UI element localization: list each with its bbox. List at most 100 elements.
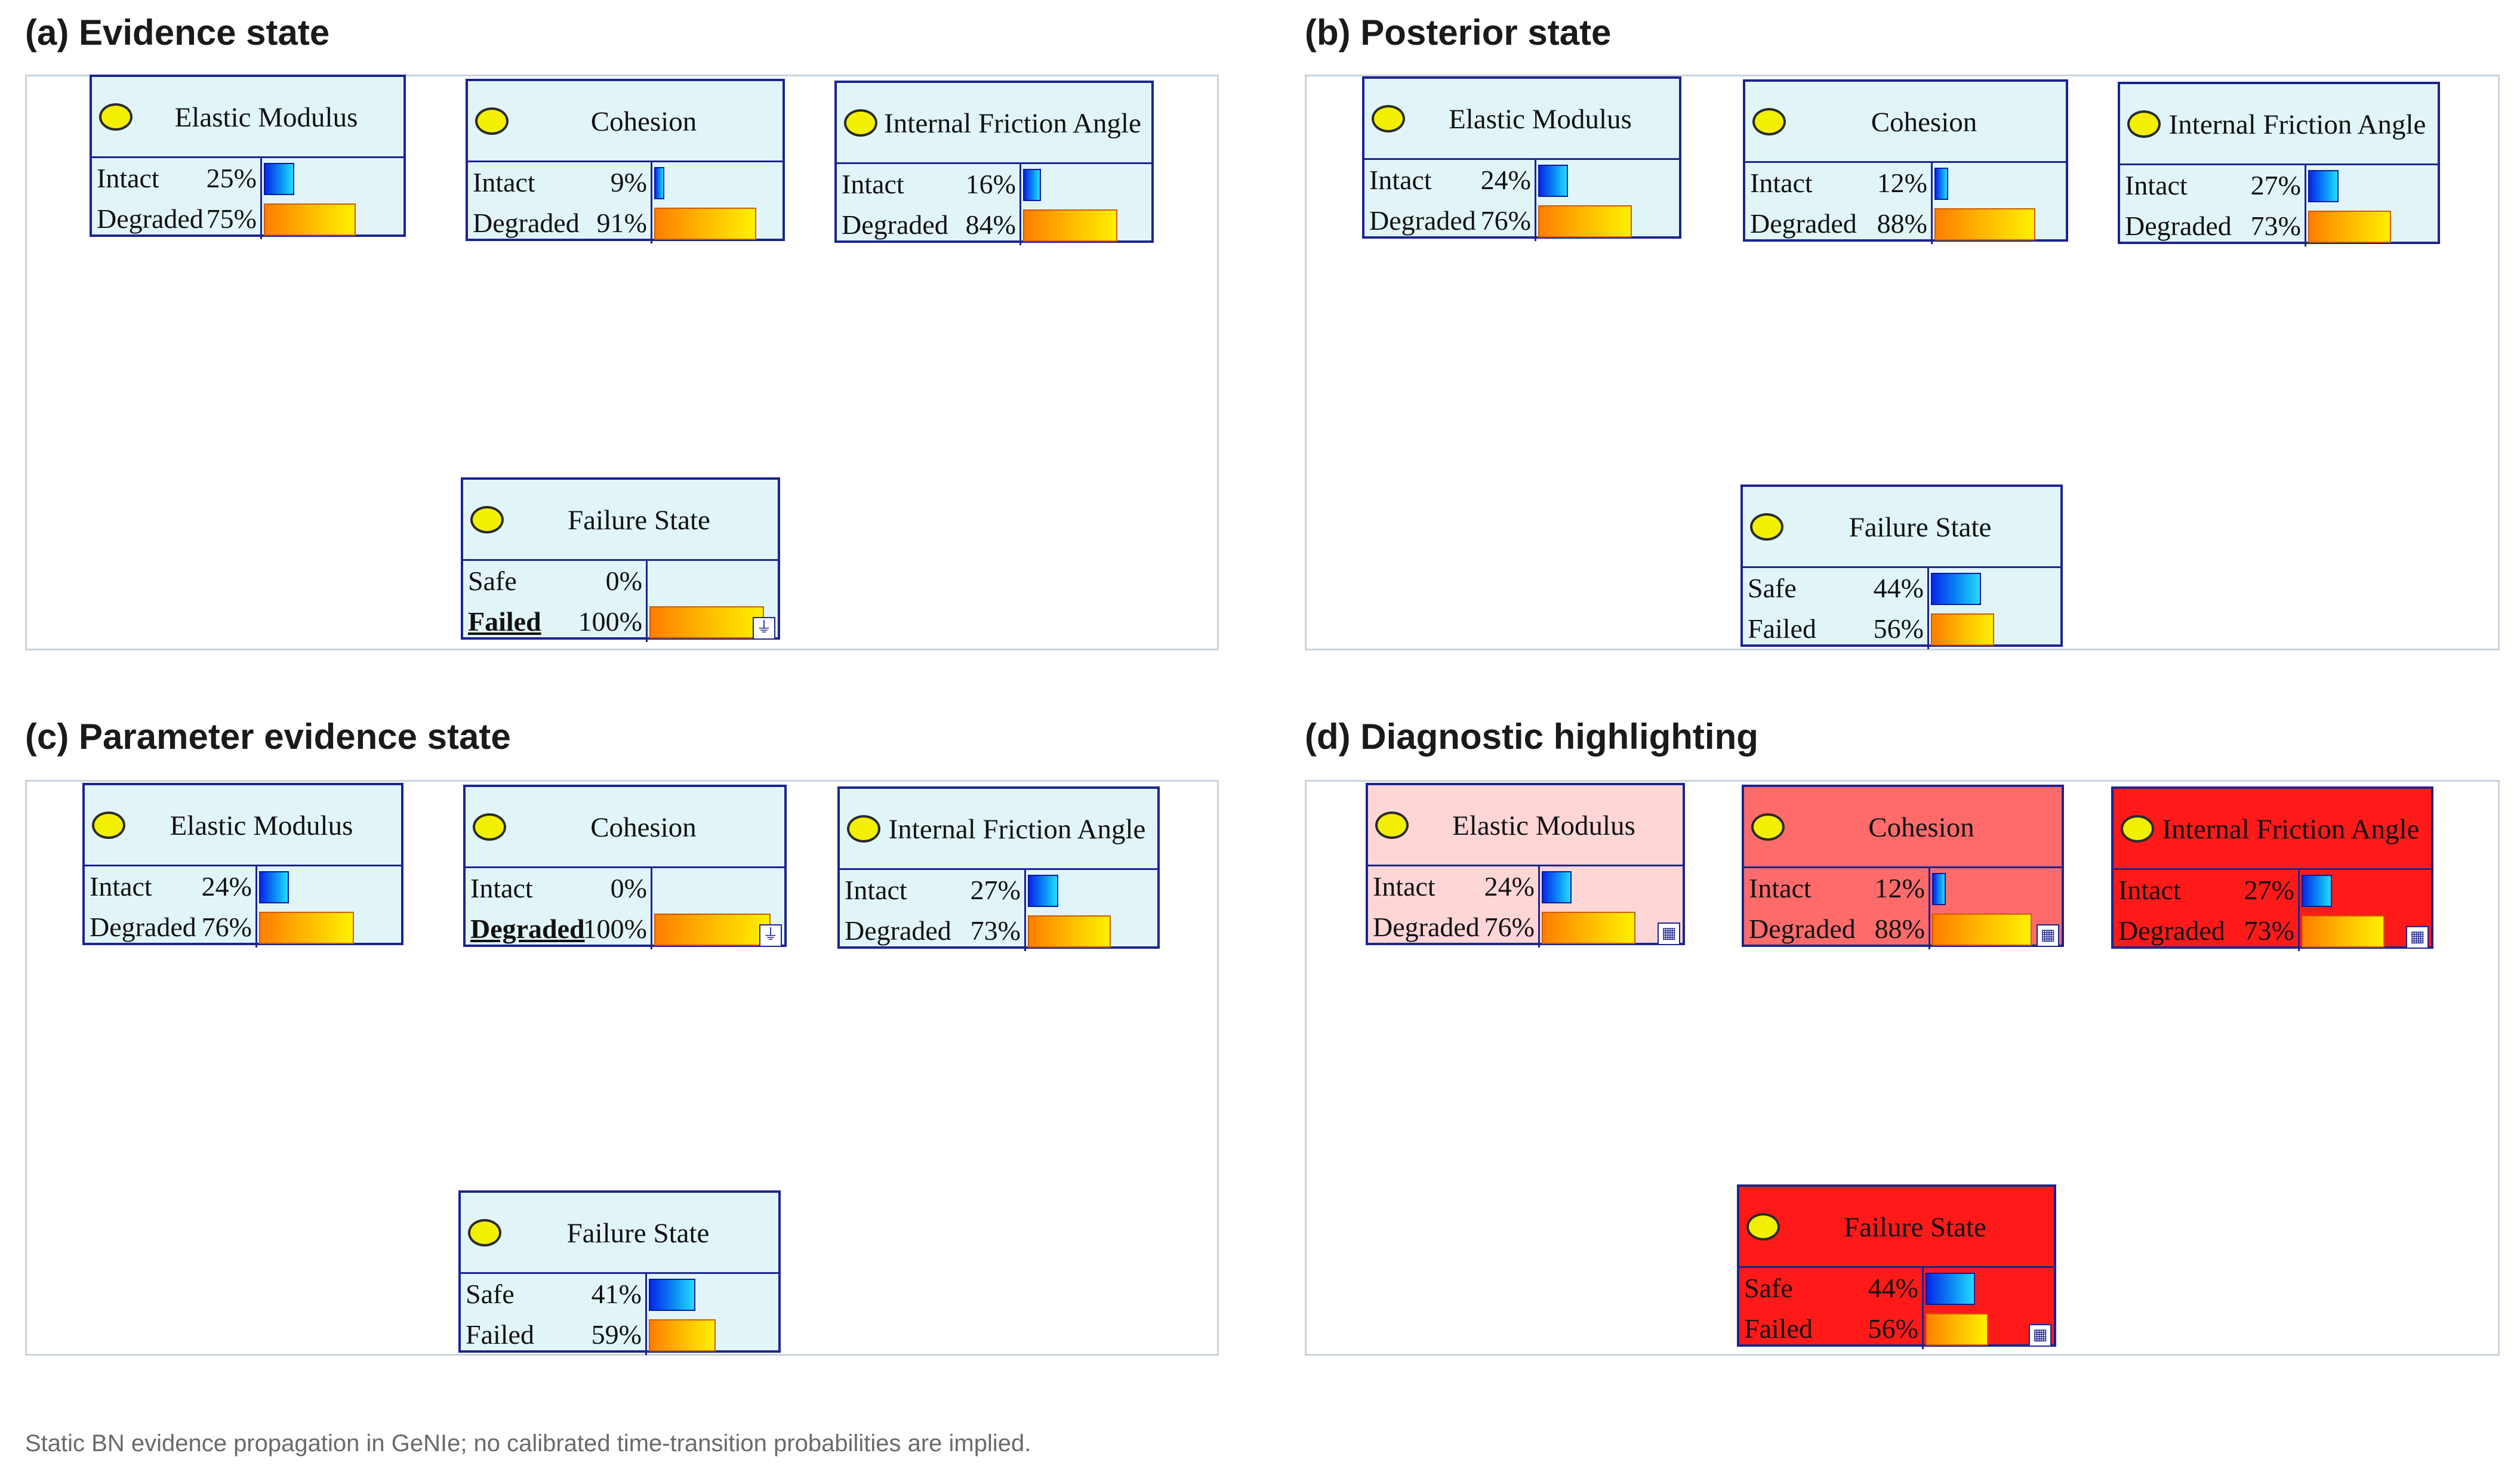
state-label: Intact	[1750, 168, 1813, 198]
state-percent: 27%	[2250, 170, 2301, 200]
state-percent: 27%	[2244, 875, 2294, 905]
node-title: Cohesion	[590, 106, 697, 137]
state-label: Intact	[470, 873, 533, 903]
probability-bar	[264, 163, 294, 195]
state-percent: 100%	[578, 606, 642, 637]
state-percent: 24%	[1480, 165, 1531, 195]
state-label: Degraded	[2125, 211, 2232, 241]
status-oval-icon	[1752, 108, 1786, 135]
state-percent: 9%	[610, 167, 647, 198]
node-header: Elastic Modulus	[85, 785, 401, 866]
probability-bar	[1931, 613, 1994, 646]
state-label: Degraded	[473, 208, 580, 238]
probability-bar	[1538, 165, 1568, 197]
column-divider	[1535, 160, 1536, 241]
probability-bar	[259, 912, 354, 944]
node-header: Elastic Modulus	[1364, 79, 1679, 160]
node-title: Failure State	[1849, 512, 1992, 543]
state-percent: 56%	[1873, 613, 1924, 644]
panel-title: (b) Posterior state	[1305, 13, 1612, 53]
state-percent: 76%	[1480, 205, 1531, 236]
state-label: Intact	[97, 163, 159, 193]
state-percent: 0%	[605, 566, 642, 596]
node-header: Failure State	[461, 1193, 778, 1274]
node-title: Cohesion	[1871, 107, 1977, 138]
column-divider	[255, 866, 257, 948]
state-label: Safe	[468, 566, 517, 596]
node-header: Internal Friction Angle	[2114, 789, 2431, 870]
state-label: Degraded	[842, 209, 948, 240]
state-percent: 76%	[201, 912, 252, 942]
column-divider	[2305, 165, 2306, 246]
node-header: Cohesion	[1745, 82, 2066, 163]
state-percent: 16%	[965, 169, 1016, 199]
node-title: Elastic Modulus	[1449, 104, 1632, 135]
state-percent: 44%	[1868, 1273, 1918, 1303]
column-divider	[1928, 868, 1930, 949]
node-title: Internal Friction Angle	[884, 108, 1141, 139]
probability-bar	[1926, 1313, 1988, 1346]
state-percent: 59%	[591, 1319, 642, 1350]
state-label: Degraded	[1369, 205, 1476, 236]
state-percent: 76%	[1484, 912, 1535, 942]
probability-bar	[2308, 170, 2339, 202]
state-row[interactable]: Safe 0%	[463, 561, 778, 601]
state-percent: 12%	[1874, 873, 1925, 903]
column-divider	[1922, 1268, 1924, 1349]
state-label: Intact	[845, 875, 907, 905]
status-oval-icon	[844, 109, 877, 137]
